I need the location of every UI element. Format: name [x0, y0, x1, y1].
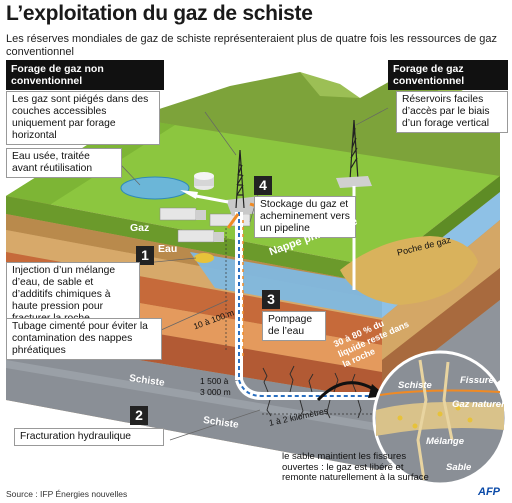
- page-title: L’exploitation du gaz de schiste: [6, 2, 313, 25]
- water-label: Eau: [158, 243, 178, 255]
- treated-water-note: Eau usée, traitée avant réutilisation: [6, 148, 122, 178]
- zoom-mixture-label: Mélange: [426, 436, 465, 447]
- grass-surface: [6, 118, 500, 268]
- treated-water-pond: [120, 176, 190, 200]
- drilling-rig-right: [349, 119, 359, 181]
- left-description: Les gaz sont piégés dans des couches acc…: [6, 91, 160, 145]
- left-header: Forage de gaz non conventionnel: [6, 60, 164, 90]
- depth-deep: 1 500 à 3 000 m: [200, 376, 231, 397]
- right-header: Forage de gaz conventionnel: [388, 60, 508, 90]
- zoom-natural-gas-label: Gaz naturel: [452, 399, 504, 410]
- step-2-number: 2: [130, 406, 148, 425]
- step-4-text: Stockage du gaz et acheminement vers un …: [254, 196, 356, 238]
- gas-pocket: [340, 236, 478, 305]
- storage-tanks: [194, 172, 214, 190]
- afp-logo: AFP: [478, 486, 500, 498]
- page-subtitle: Les réserves mondiales de gaz de schiste…: [6, 33, 497, 58]
- zoom-shale-label: Schiste: [398, 380, 432, 391]
- right-description: Réservoirs faciles d’accès par le biais …: [396, 91, 508, 133]
- zoom-fissure-label: Fissure: [460, 375, 494, 386]
- step-4-number: 4: [254, 176, 272, 195]
- step-3-text: Pompage de l’eau: [262, 311, 326, 341]
- step-3-number: 3: [262, 290, 280, 309]
- flow-arrows: [180, 190, 271, 360]
- source-credit: Source : IFP Énergies nouvelles: [6, 489, 128, 499]
- sand-pile: [194, 253, 214, 263]
- step-1-number: 1: [136, 246, 154, 265]
- casing-note: Tubage cimenté pour éviter la contaminat…: [6, 318, 162, 360]
- step-2-text: Fracturation hydraulique: [14, 428, 164, 446]
- sand-explanation: le sable maintient les fissures ouvertes…: [282, 451, 429, 483]
- shale-layer: [6, 338, 382, 470]
- drilling-rig-left: [235, 149, 245, 209]
- step-1-text: Injection d’un mélange d’eau, de sable e…: [6, 262, 140, 328]
- zoom-sand-label: Sable: [446, 462, 472, 473]
- gas-label: Gaz: [130, 222, 150, 234]
